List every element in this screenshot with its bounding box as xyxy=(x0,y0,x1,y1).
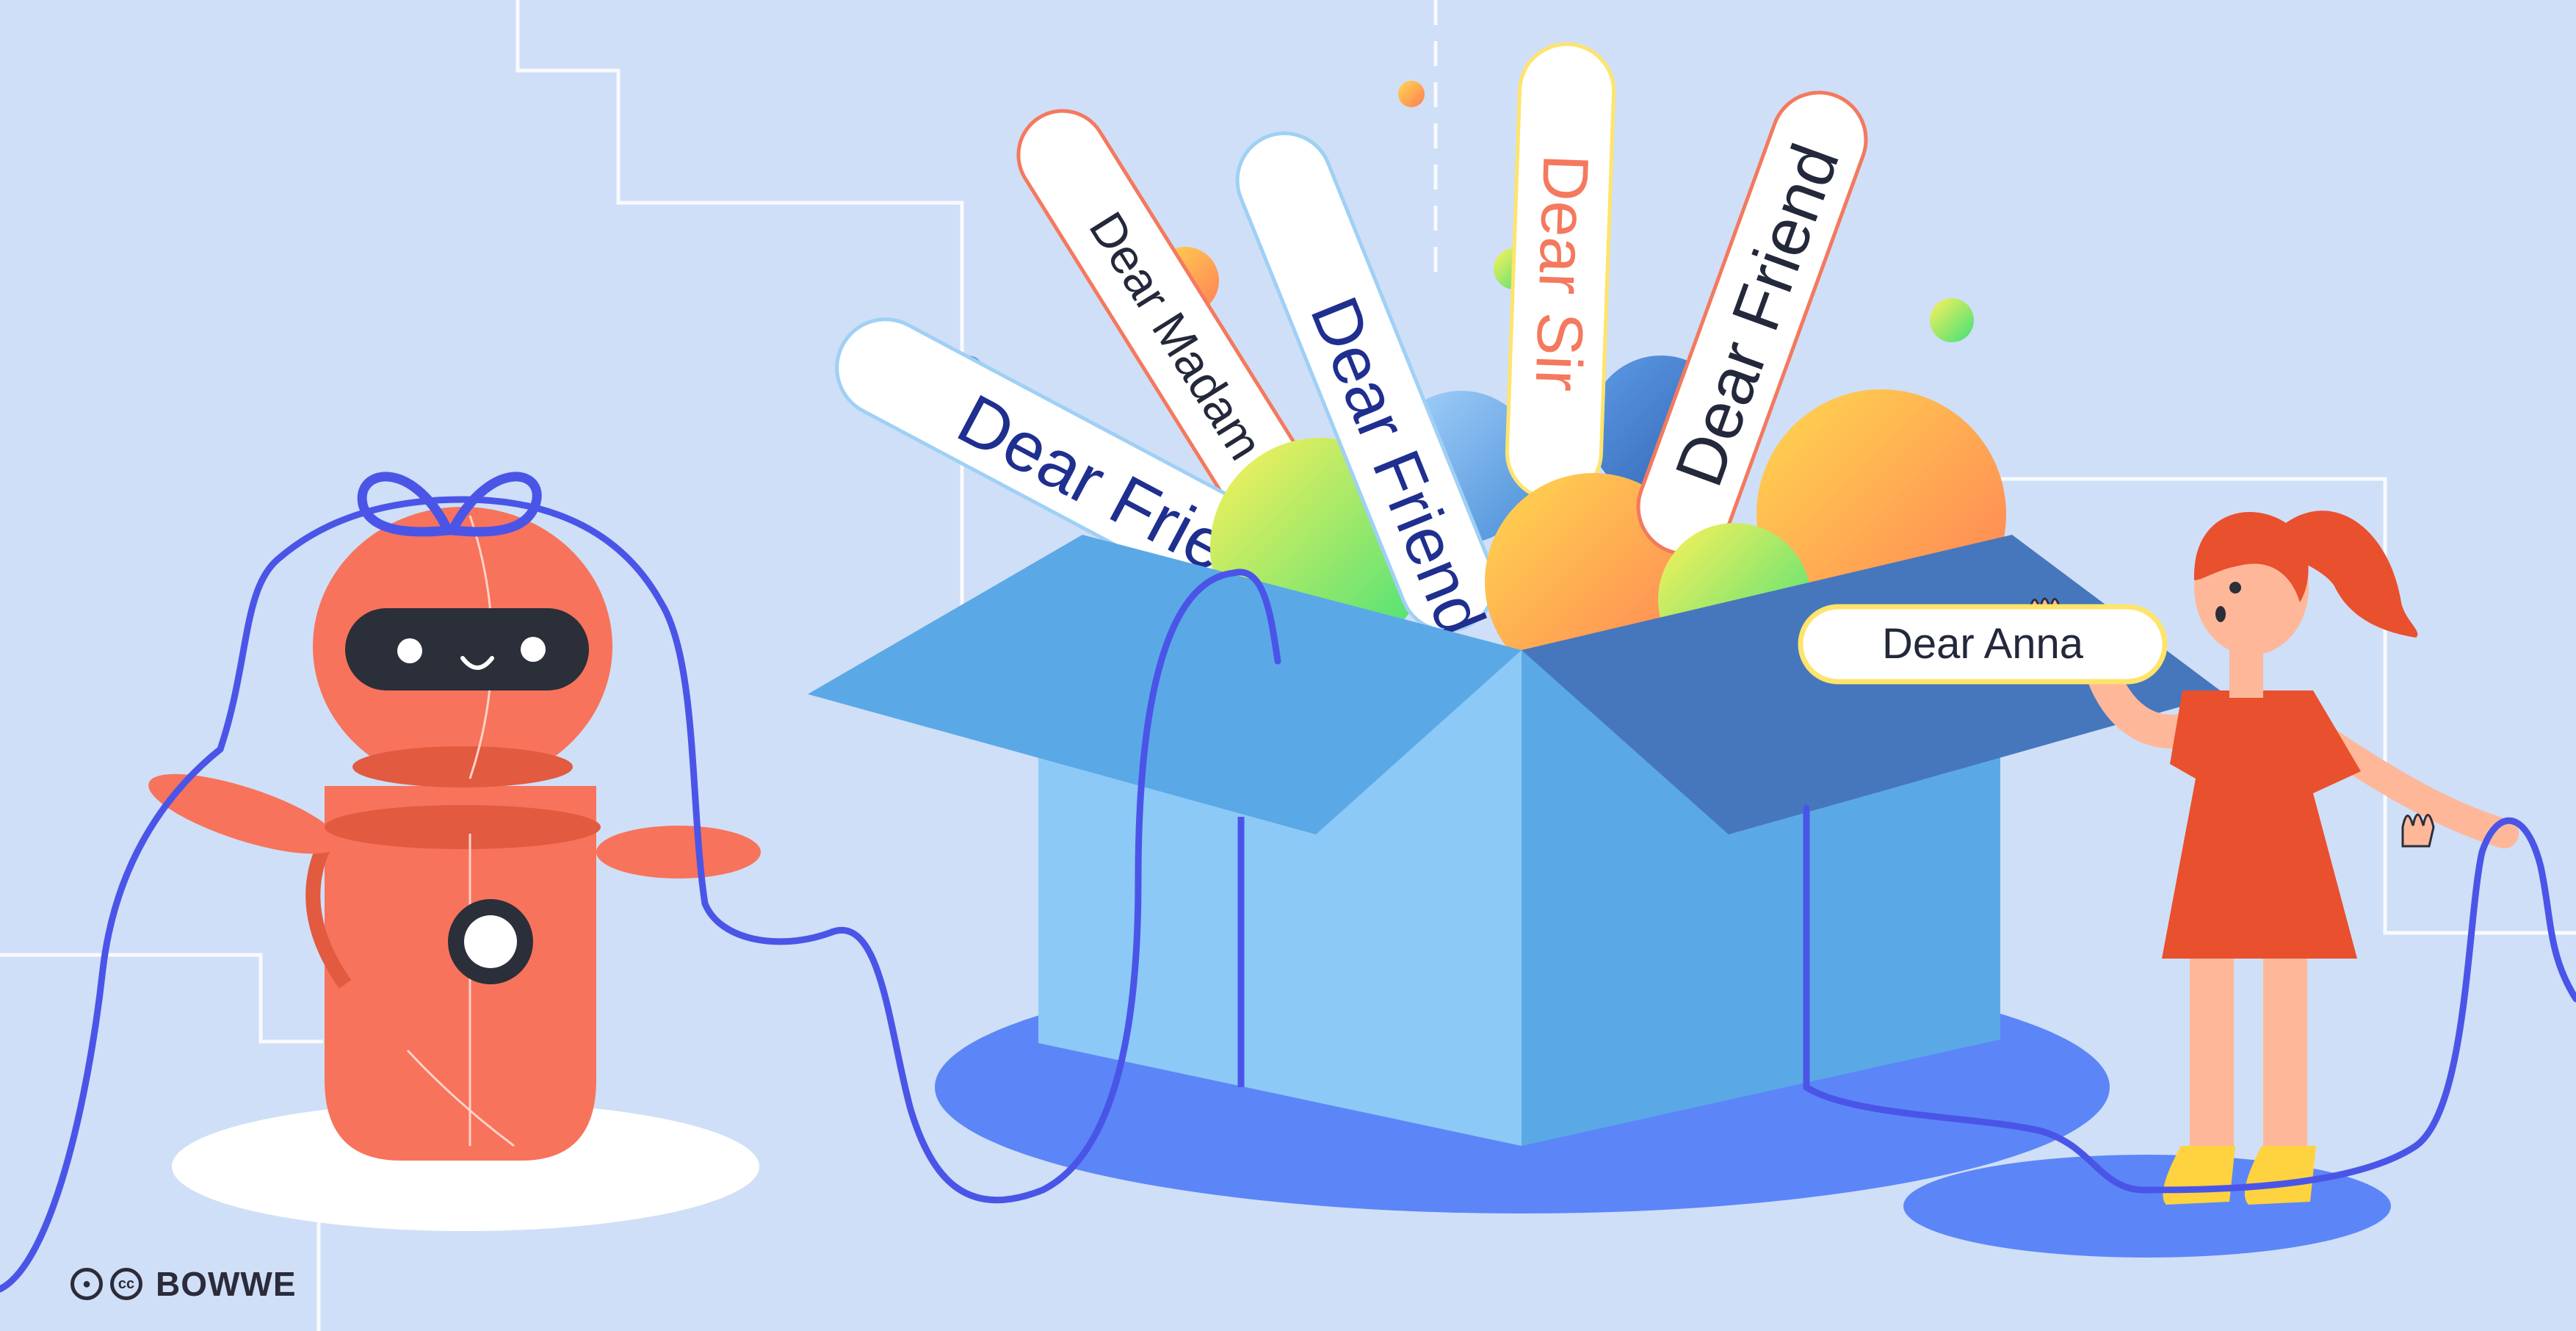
license-credit: ● cc BOWWE xyxy=(70,1260,297,1307)
card-dear-sir-text: Dear Sir xyxy=(1522,153,1602,392)
robot-bow-left xyxy=(357,472,455,537)
cable xyxy=(0,496,2576,1293)
girl-left-shoe xyxy=(2163,1146,2235,1205)
robot-right-arm xyxy=(596,826,761,879)
girl-left-leg xyxy=(2190,948,2234,1161)
by-icon: ● xyxy=(70,1268,103,1300)
card-dear-anna: Dear Anna xyxy=(1798,597,2168,685)
cc-icon: cc xyxy=(110,1268,142,1300)
girl-shadow xyxy=(1903,1155,2391,1258)
dot-orange-small xyxy=(1398,81,1425,107)
card-dear-madam-text: Dear Madam xyxy=(1079,203,1273,469)
robot-left-arm xyxy=(148,773,339,854)
gift-box xyxy=(808,535,2225,1146)
robot-bow-right xyxy=(444,472,542,537)
girl-hair xyxy=(2193,511,2309,602)
robot-visor xyxy=(345,608,589,690)
robot-right-eye xyxy=(521,637,546,662)
brand-logo: BOWWE xyxy=(156,1265,297,1303)
robot xyxy=(148,472,761,1161)
robot-smile xyxy=(460,656,494,670)
robot-shadow xyxy=(172,1102,759,1231)
robot-body xyxy=(325,786,596,1161)
girl-right-leg xyxy=(2263,948,2307,1161)
box-lid-left xyxy=(808,535,1522,834)
dot-green-right xyxy=(1930,298,1974,342)
girl xyxy=(2082,511,2519,1205)
robot-left-eye xyxy=(397,638,422,663)
girl-dress xyxy=(2162,690,2361,959)
card-dear-anna-text: Dear Anna xyxy=(1882,620,2084,668)
girl-right-shoe xyxy=(2244,1146,2316,1205)
card-dear-sir: Dear Sir xyxy=(1505,42,1616,502)
